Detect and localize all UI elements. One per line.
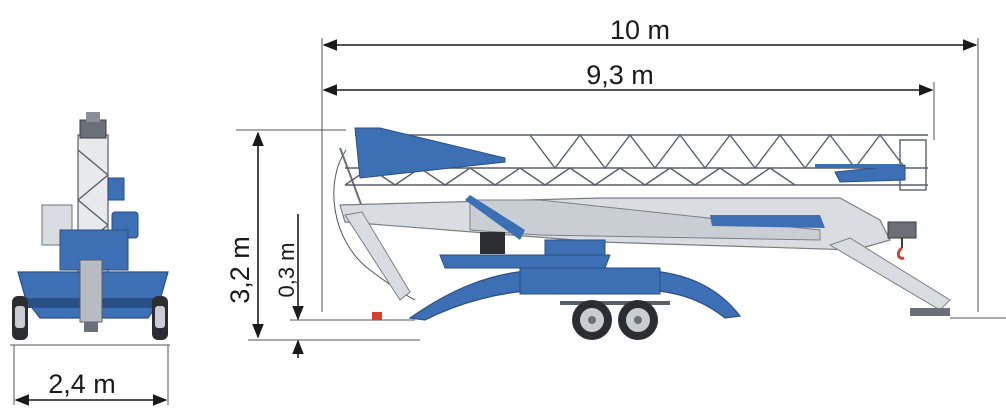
crane-side-view <box>333 127 1006 340</box>
hook-block <box>887 221 917 260</box>
width-dimension: 2,4 m <box>13 345 169 406</box>
height-dimension: 3,2 m <box>225 129 420 341</box>
overall-length-dimension: 10 m <box>321 15 979 312</box>
crane-front-view <box>10 112 170 346</box>
jib-length-dimension: 9,3 m <box>322 60 935 140</box>
front-wheel-right <box>152 296 168 340</box>
slewing-base <box>439 232 611 271</box>
side-wheel-front <box>618 300 658 340</box>
overall-length-label: 10 m <box>610 15 670 45</box>
ground-clearance-dimension: 0,3 m <box>274 214 380 358</box>
jib-length-label: 9,3 m <box>586 60 654 90</box>
side-wheel-rear <box>572 300 612 340</box>
front-chassis <box>17 259 169 332</box>
height-label: 3,2 m <box>225 236 255 304</box>
front-wheel-left <box>12 296 28 340</box>
front-winch <box>107 177 125 201</box>
ground-clearance-label: 0,3 m <box>274 242 299 297</box>
jib-tie-rods <box>354 127 506 179</box>
width-label: 2,4 m <box>48 369 116 399</box>
